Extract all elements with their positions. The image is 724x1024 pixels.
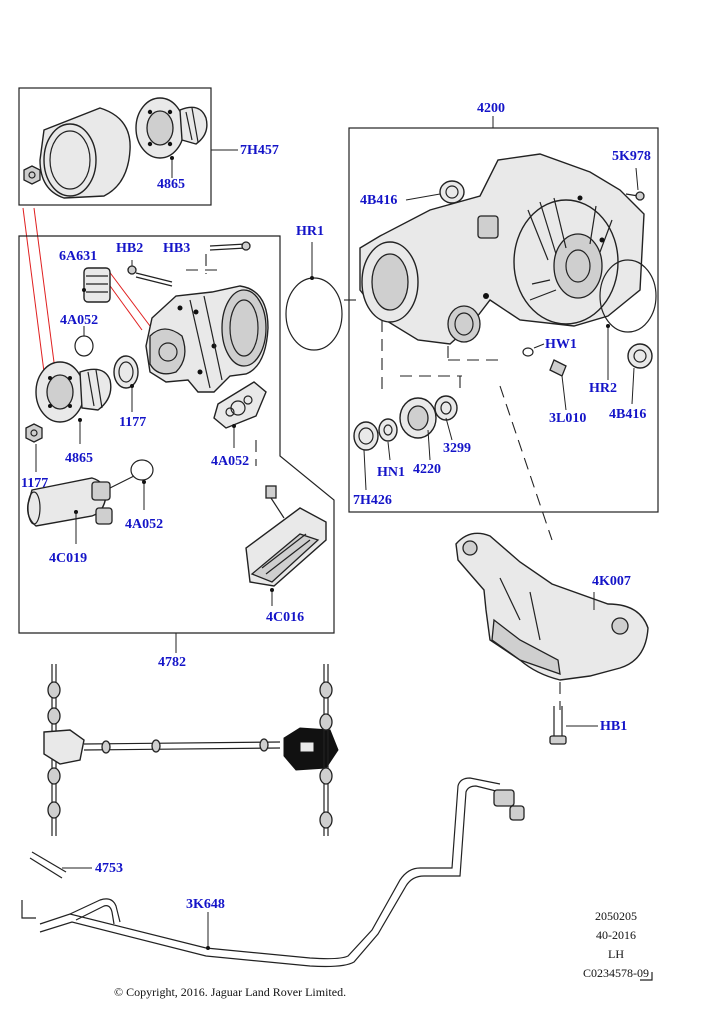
differential-box-4200 xyxy=(348,116,659,513)
callout-4753: 4753 xyxy=(95,861,123,876)
callout-3299: 3299 xyxy=(443,441,471,456)
pump-4c019 xyxy=(26,477,113,544)
oring-4a052-b xyxy=(109,459,154,510)
callout-7h426: 7H426 xyxy=(353,493,392,508)
callout-hb2: HB2 xyxy=(116,241,144,256)
ring-hr2 xyxy=(599,259,657,380)
seal-4b416-bottom xyxy=(627,343,653,405)
oring-4a052-a xyxy=(74,326,94,357)
callout-5k978: 5K978 xyxy=(612,149,651,164)
callout-3l010: 3L010 xyxy=(549,411,587,426)
spacer-3299 xyxy=(434,395,458,441)
callout-4a052-c: 4A052 xyxy=(211,454,250,469)
callout-1177-a: 1177 xyxy=(119,415,147,430)
callout-4k007: 4K007 xyxy=(592,574,631,589)
callout-hb1: HB1 xyxy=(600,719,628,734)
reference-line-1: 2050205 xyxy=(595,909,637,923)
bolt-5k978 xyxy=(625,167,645,201)
seal-4b416-top xyxy=(405,180,465,204)
seal-1177-mid xyxy=(113,355,139,412)
callout-4c019: 4C019 xyxy=(49,551,88,566)
callout-3k648: 3K648 xyxy=(186,897,225,912)
module-4c016 xyxy=(245,485,327,606)
callout-6a631: 6A631 xyxy=(59,249,98,264)
callout-hb3: HB3 xyxy=(163,241,191,256)
callout-4c016: 4C016 xyxy=(266,610,305,625)
inset-box-7h457 xyxy=(18,87,238,206)
callout-7h457: 7H457 xyxy=(240,143,279,158)
reference-line-4: C0234578-09 xyxy=(583,966,649,980)
bolt-hb3 xyxy=(186,241,251,274)
breather-hose xyxy=(21,777,653,981)
callout-4a052-b: 4A052 xyxy=(125,517,164,532)
gasket-4a052-right xyxy=(213,381,267,466)
callout-hr1: HR1 xyxy=(296,224,324,239)
drivetrain-overview xyxy=(43,664,339,836)
nut-1177-lower xyxy=(25,423,43,472)
callout-4865-top: 4865 xyxy=(157,177,185,192)
callout-1177-b: 1177 xyxy=(21,476,49,491)
callout-4220: 4220 xyxy=(413,462,441,477)
reference-line-3: LH xyxy=(608,947,624,961)
bolt-hb1 xyxy=(549,706,598,745)
differential-housing xyxy=(359,153,645,345)
bracket-4k007 xyxy=(455,532,649,710)
washer-hw1 xyxy=(522,343,545,357)
filter-6a631 xyxy=(82,267,111,303)
callout-hn1: HN1 xyxy=(377,465,405,480)
subassembly-box-4782 xyxy=(18,235,335,653)
plug-3l010 xyxy=(549,359,567,411)
coupling-housing xyxy=(145,285,269,393)
callout-hr2: HR2 xyxy=(589,381,617,396)
ring-hr1 xyxy=(285,242,360,351)
callout-4b416-bottom: 4B416 xyxy=(609,407,647,422)
callout-4782: 4782 xyxy=(158,655,186,670)
callout-4200: 4200 xyxy=(477,101,505,116)
bolt-hb2 xyxy=(127,260,173,287)
callout-4865-mid: 4865 xyxy=(65,451,93,466)
flange-4865-mid xyxy=(35,361,112,444)
reference-block: 2050205 40-2016 LH C0234578-09 xyxy=(578,910,654,980)
callout-4a052-a: 4A052 xyxy=(60,313,99,328)
copyright-notice: © Copyright, 2016. Jaguar Land Rover Lim… xyxy=(114,985,347,999)
callout-hw1: HW1 xyxy=(545,337,577,352)
reference-line-2: 40-2016 xyxy=(596,928,636,942)
alignment-dashes xyxy=(381,320,553,541)
nut-hn1 xyxy=(378,418,398,461)
callout-4b416-top: 4B416 xyxy=(360,193,398,208)
seal-7h426 xyxy=(353,421,379,491)
bearing-4220 xyxy=(399,397,437,461)
